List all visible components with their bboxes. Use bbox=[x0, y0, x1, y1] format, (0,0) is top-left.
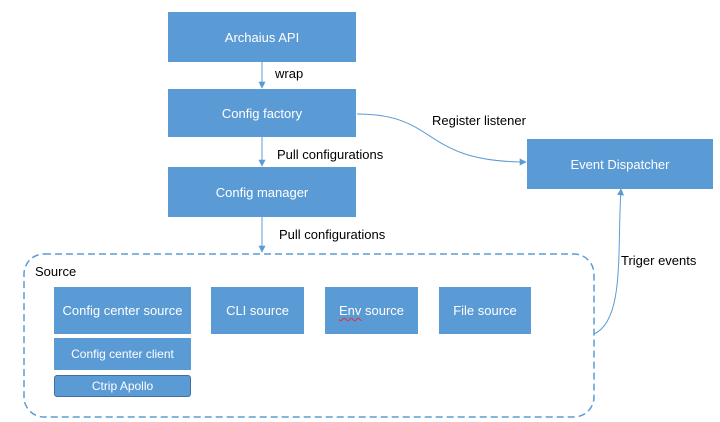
ctrip-apollo-label: Ctrip Apollo bbox=[91, 379, 154, 393]
arrow-source-to-dispatcher bbox=[593, 188, 625, 335]
config-center-source-label: Config center source bbox=[62, 303, 183, 318]
edge-label-pull-configurations-2: Pull configurations bbox=[279, 227, 386, 242]
edge-label-triger-events: Triger events bbox=[621, 253, 697, 268]
ctrip-apollo-box: Ctrip Apollo bbox=[54, 375, 191, 397]
config-center-source-box: Config center source bbox=[54, 287, 191, 334]
config-center-client-label: Config center client bbox=[71, 347, 174, 361]
edge-label-register-listener: Register listener bbox=[432, 113, 526, 128]
env-source-suffix: source bbox=[361, 303, 405, 318]
archaius-api-label: Archaius API bbox=[224, 29, 300, 45]
config-manager-box: Config manager bbox=[168, 167, 356, 217]
event-dispatcher-label: Event Dispatcher bbox=[570, 156, 670, 172]
source-group-border bbox=[23, 253, 595, 418]
env-source-box: Env source bbox=[325, 287, 418, 334]
config-manager-label: Config manager bbox=[215, 184, 309, 200]
edge-label-wrap: wrap bbox=[275, 66, 304, 81]
archaius-api-box: Archaius API bbox=[168, 12, 356, 62]
file-source-label: File source bbox=[453, 303, 517, 318]
env-source-word: Env bbox=[338, 303, 362, 318]
config-center-client-box: Config center client bbox=[54, 338, 191, 370]
event-dispatcher-box: Event Dispatcher bbox=[527, 139, 713, 189]
cli-source-box: CLI source bbox=[211, 287, 304, 334]
config-factory-label: Config factory bbox=[221, 105, 303, 121]
file-source-box: File source bbox=[439, 287, 531, 334]
arrow-factory-to-dispatcher bbox=[356, 113, 527, 166]
cli-source-label: CLI source bbox=[226, 303, 289, 318]
config-factory-box: Config factory bbox=[168, 89, 356, 137]
edge-label-pull-configurations-1: Pull configurations bbox=[277, 147, 384, 162]
source-group-label: Source bbox=[35, 264, 77, 279]
env-source-label: Env source bbox=[339, 303, 404, 318]
